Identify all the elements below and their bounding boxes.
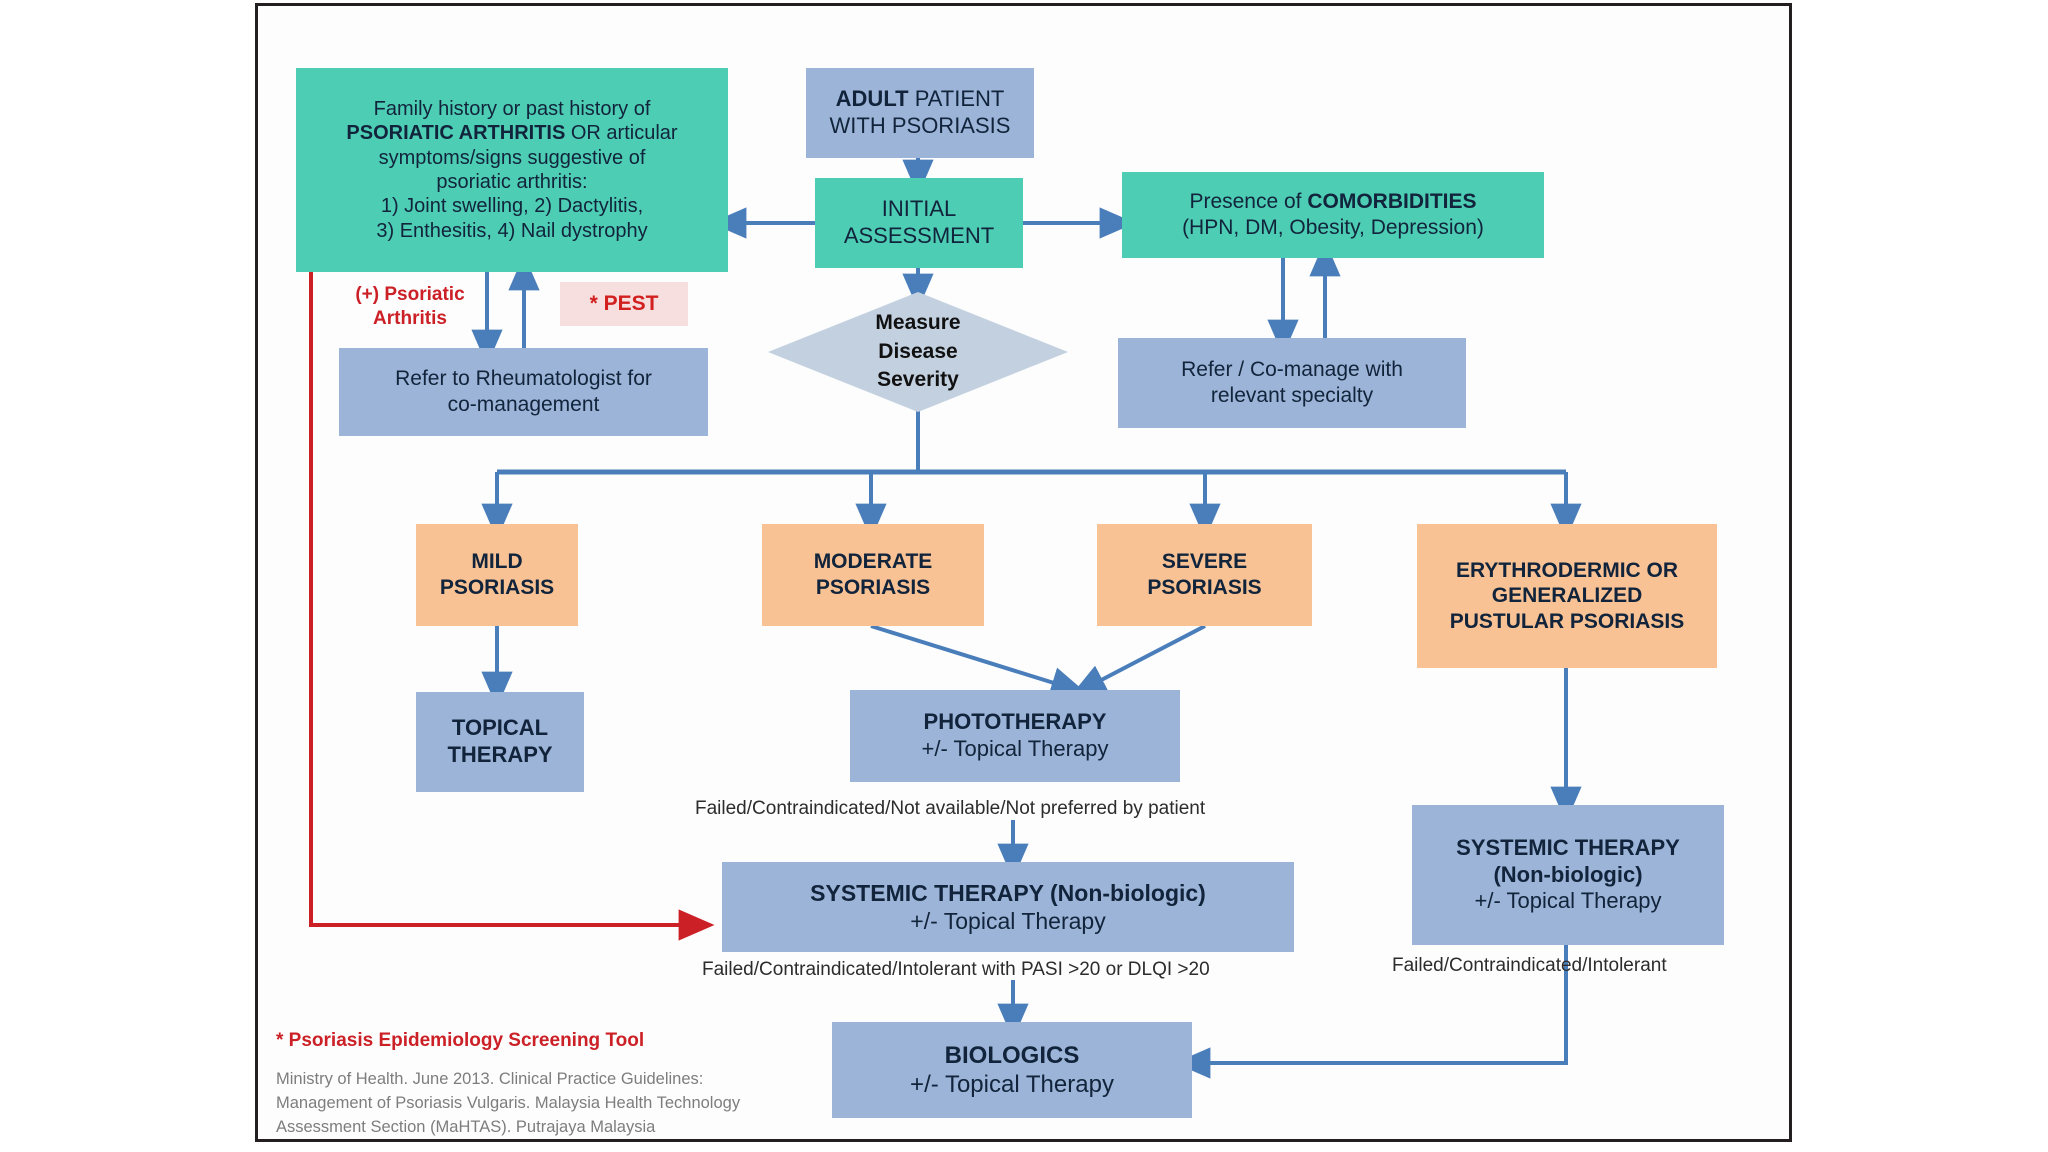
phototherapy-line-1: PHOTOTHERAPY	[923, 709, 1107, 735]
measure-severity-line-2: Disease	[878, 339, 958, 363]
adult-patient-bold: ADULT	[835, 86, 909, 112]
diamond-shape	[768, 292, 1068, 412]
family-history-line-1: Family history or past history of	[373, 97, 651, 120]
initial-assessment-line-2: ASSESSMENT	[843, 223, 995, 248]
refer-specialty-line-2: relevant specialty	[1210, 384, 1374, 407]
topical-line-1: TOPICAL	[451, 715, 549, 741]
family-history-bold: PSORIATIC ARTHRITIS	[346, 122, 566, 145]
pest-label: * PEST	[589, 292, 659, 316]
node-refer-rheumatologist[interactable]: Refer to Rheumatologist for co-managemen…	[339, 348, 708, 436]
node-refer-specialty[interactable]: Refer / Co-manage with relevant specialt…	[1118, 338, 1466, 428]
systemic-right-line-2: (Non-biologic)	[1493, 861, 1643, 887]
node-moderate-psoriasis[interactable]: MODERATE PSORIASIS	[762, 524, 984, 626]
measure-severity-line-1: Measure	[875, 311, 961, 335]
node-systemic-therapy-right[interactable]: SYSTEMIC THERAPY (Non-biologic) +/- Topi…	[1412, 805, 1724, 945]
family-history-line-3: symptoms/signs suggestive of	[378, 146, 646, 169]
family-history-rest: OR articular	[565, 122, 678, 145]
family-history-line-6: 3) Enthesitis, 4) Nail dystrophy	[376, 219, 648, 242]
refer-rheum-line-1: Refer to Rheumatologist for	[395, 367, 652, 391]
node-erythrodermic-psoriasis[interactable]: ERYTHRODERMIC OR GENERALIZED PUSTULAR PS…	[1417, 524, 1717, 668]
systemic-right-line-3: +/- Topical Therapy	[1474, 888, 1662, 914]
refer-rheum-line-2: co-management	[447, 393, 600, 416]
node-pest-box[interactable]: * PEST	[560, 282, 688, 326]
footnote-reference: Ministry of Health. June 2013. Clinical …	[276, 1070, 741, 1136]
label-systemic-to-biologics: Failed/Contraindicated/Intolerant with P…	[702, 959, 1210, 980]
label-psoriatic-arthritis: (+) Psoriatic Arthritis	[330, 283, 490, 331]
measure-severity-line-3: Severity	[877, 368, 959, 392]
moderate-line-1: MODERATE	[813, 550, 933, 574]
systemic-center-line-1: SYSTEMIC THERAPY (Non-biologic)	[810, 879, 1206, 906]
node-systemic-therapy-center[interactable]: SYSTEMIC THERAPY (Non-biologic) +/- Topi…	[722, 862, 1294, 952]
refer-specialty-line-1: Refer / Co-manage with	[1181, 358, 1403, 382]
adult-patient-rest: PATIENT	[908, 86, 1005, 112]
node-comorbidities[interactable]: Presence of COMORBIDITIES (HPN, DM, Obes…	[1122, 172, 1544, 258]
severe-line-2: PSORIASIS	[1147, 576, 1262, 599]
measure-severity-text: Measure Disease Severity	[768, 292, 1068, 412]
comorbidities-bold: COMORBIDITIES	[1307, 190, 1477, 214]
phototherapy-line-2: +/- Topical Therapy	[921, 736, 1109, 761]
moderate-line-2: PSORIASIS	[815, 576, 931, 599]
adult-patient-line-2: WITH PSORIASIS	[829, 113, 1011, 138]
comorbidities-line-1: Presence of COMORBIDITIES	[1189, 189, 1476, 215]
node-severe-psoriasis[interactable]: SEVERE PSORIASIS	[1097, 524, 1312, 626]
biologics-line-1: BIOLOGICS	[944, 1041, 1080, 1069]
erythrodermic-line-3: PUSTULAR PSORIASIS	[1449, 609, 1685, 633]
label-right-systemic-to-biologics: Failed/Contraindicated/Intolerant	[1392, 955, 1667, 976]
erythrodermic-line-2: GENERALIZED	[1491, 584, 1643, 608]
topical-line-2: THERAPY	[447, 742, 553, 767]
label-photo-to-systemic: Failed/Contraindicated/Not available/Not…	[695, 798, 1206, 819]
severe-line-1: SEVERE	[1161, 550, 1248, 574]
node-mild-psoriasis[interactable]: MILD PSORIASIS	[416, 524, 578, 626]
node-biologics[interactable]: BIOLOGICS +/- Topical Therapy	[832, 1022, 1192, 1118]
footnote-pest-expansion: * Psoriasis Epidemiology Screening Tool	[276, 1030, 645, 1051]
mild-line-1: MILD	[471, 550, 523, 574]
node-adult-patient[interactable]: ADULT PATIENT WITH PSORIASIS	[806, 68, 1034, 158]
family-history-line-2: PSORIATIC ARTHRITIS OR articular	[346, 121, 677, 145]
family-history-line-4: psoriatic arthritis:	[436, 171, 588, 193]
initial-assessment-line-1: INITIAL	[881, 196, 957, 222]
adult-patient-line-1: ADULT PATIENT	[836, 86, 1005, 113]
family-history-line-5: 1) Joint swelling, 2) Dactylitis,	[380, 195, 644, 218]
node-phototherapy[interactable]: PHOTOTHERAPY +/- Topical Therapy	[850, 690, 1180, 782]
psoriatic-arthritis-line-1: (+) Psoriatic	[355, 284, 465, 305]
comorbidities-normal: Presence of	[1189, 190, 1308, 214]
node-measure-severity[interactable]: Measure Disease Severity	[768, 292, 1068, 412]
comorbidities-line-2: (HPN, DM, Obesity, Depression)	[1182, 216, 1484, 239]
node-initial-assessment[interactable]: INITIAL ASSESSMENT	[815, 178, 1023, 268]
biologics-line-2: +/- Topical Therapy	[910, 1071, 1114, 1098]
node-topical-therapy[interactable]: TOPICAL THERAPY	[416, 692, 584, 792]
mild-line-2: PSORIASIS	[439, 576, 555, 599]
psoriatic-arthritis-line-2: Arthritis	[373, 307, 447, 329]
node-family-history[interactable]: Family history or past history of PSORIA…	[296, 68, 728, 272]
erythrodermic-line-1: ERYTHRODERMIC OR	[1455, 558, 1679, 582]
systemic-right-line-1: SYSTEMIC THERAPY	[1456, 834, 1680, 860]
systemic-center-line-2: +/- Topical Therapy	[910, 908, 1106, 934]
